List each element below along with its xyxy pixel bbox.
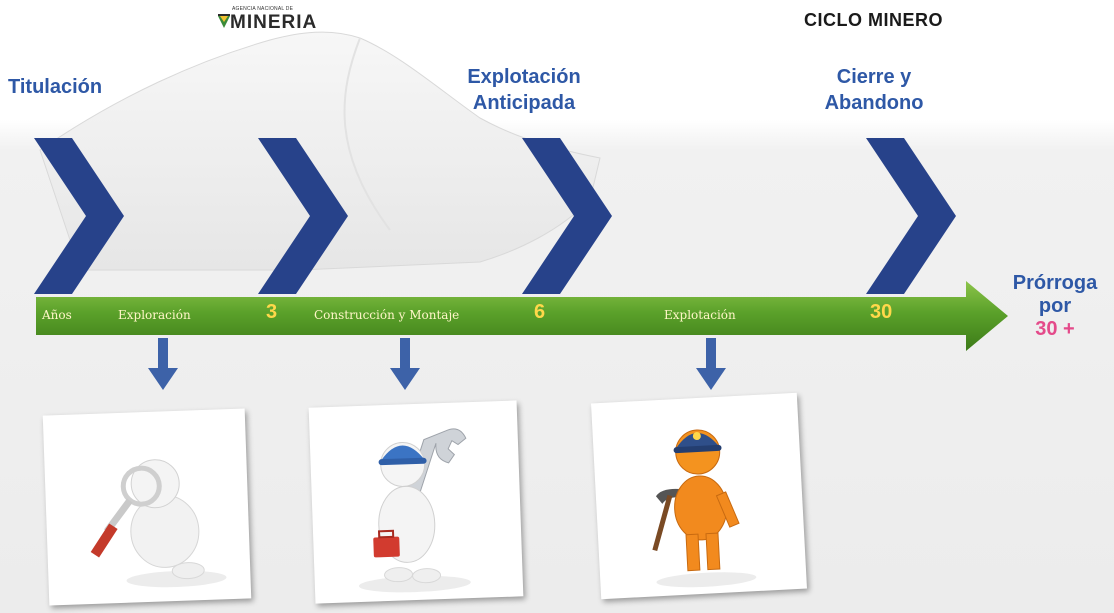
down-arrow-icon — [696, 338, 726, 390]
timeline-phase-label: Exploración — [118, 308, 191, 322]
extension-line: Prórroga — [1012, 272, 1098, 294]
chevron-arrow-icon — [258, 138, 348, 294]
page-title: CICLO MINERO — [804, 10, 943, 30]
chevron-arrow-icon — [34, 138, 124, 294]
chevron-arrow-icon — [522, 138, 612, 294]
illustration-card-exploitation — [591, 392, 807, 600]
timeline-phase-label: Explotación — [664, 308, 736, 322]
timeline-arrow-bar — [36, 281, 1008, 351]
timeline-phase-label: Construcción y Montaje — [314, 308, 460, 322]
miner-with-pickaxe-icon — [652, 429, 757, 588]
logo-emblem-icon — [218, 14, 230, 28]
mountain-background — [39, 31, 601, 271]
stage-label-line: Cierre y — [836, 66, 912, 88]
chevron-arrow-icon — [866, 138, 956, 294]
illustration-card-construction — [308, 400, 524, 604]
timeline-year-mark: 3 — [266, 301, 278, 323]
down-arrow-icon — [148, 338, 178, 390]
logo-wordmark: MINERIA — [230, 12, 318, 33]
timeline-year-mark: 30 — [870, 301, 893, 323]
down-arrow-icon — [390, 338, 420, 390]
agency-logo: AGENCIA NACIONAL DE MINERIA — [216, 6, 336, 36]
stage-label-line: Titulación — [8, 76, 103, 98]
logo-subtitle: AGENCIA NACIONAL DE — [232, 6, 294, 12]
timeline-year-mark: 6 — [534, 301, 546, 323]
stage-label-cierre-abandono: Cierre y Abandono — [804, 64, 944, 116]
figure-with-wrench-and-toolbox-icon — [358, 428, 471, 593]
extension-line: por — [1038, 295, 1072, 317]
stage-label-line: Abandono — [824, 92, 924, 114]
stage-label-explotacion-anticipada: Explotación Anticipada — [454, 64, 594, 116]
illustration-card-exploration — [42, 408, 252, 606]
stage-label-line: Explotación — [467, 66, 581, 88]
extension-label: Prórroga por 30 + — [1004, 272, 1106, 341]
extension-years: 30 + — [1035, 318, 1075, 340]
timeline-start-label: Años — [42, 308, 72, 322]
figure-with-magnifying-glass-icon — [90, 459, 227, 588]
stage-label-line: Anticipada — [472, 92, 576, 114]
stage-label-titulacion: Titulación — [8, 74, 102, 100]
